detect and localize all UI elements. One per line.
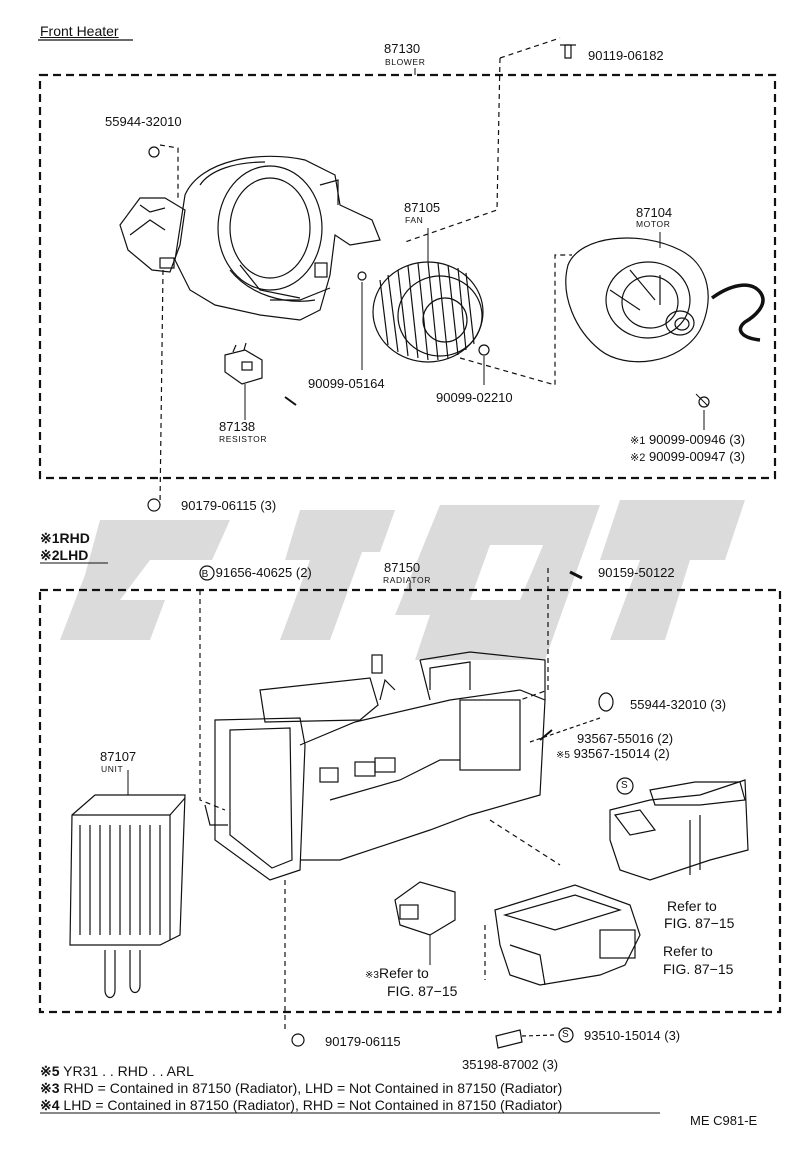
washer-fan-label: 90099-05164	[308, 376, 385, 391]
watermark	[60, 500, 745, 660]
resistor-name: RESISTOR	[219, 434, 268, 444]
note-3: ※3 RHD = Contained in 87150 (Radiator), …	[40, 1080, 563, 1096]
unit-part-number: 87107	[100, 749, 137, 764]
fan-part-number: 87105	[404, 200, 441, 215]
refer2-line1: Refer to	[663, 943, 713, 959]
refer3-line2: FIG. 87−15	[387, 983, 458, 999]
variant-lhd: ※2LHD	[40, 547, 89, 563]
s-marker: S	[621, 780, 628, 791]
motor-wire	[710, 283, 765, 342]
motor-part-number: 87104	[636, 205, 673, 220]
bracket-plate	[495, 1029, 523, 1049]
lower-duct	[494, 884, 641, 986]
page-title: Front Heater	[40, 23, 119, 39]
nut-icon-bottom	[291, 1033, 305, 1047]
fan-wheel	[372, 228, 484, 363]
s-screw-marker: S	[562, 1029, 569, 1040]
blower-housing	[174, 155, 381, 321]
refer1-line2: FIG. 87−15	[664, 915, 735, 931]
nut-lower-label: 90179-06115 (3)	[181, 498, 277, 513]
nut-icon-lower	[147, 498, 161, 512]
refer3-line1: ※3Refer to	[365, 965, 429, 981]
clip-b-label: ※5 93567-15014 (2)	[556, 746, 670, 761]
heater-core	[69, 770, 186, 999]
nut-bottom-label: 90179-06115	[325, 1034, 401, 1049]
screw-top-label: 90119-06182	[588, 48, 664, 63]
note-4: ※4 LHD = Contained in 87150 (Radiator), …	[40, 1097, 563, 1113]
heater-case	[204, 651, 546, 1030]
bolt-b-label: B 91656-40625 (2)	[201, 565, 312, 580]
screw-icon	[698, 396, 710, 408]
radiator-part-number: 87150	[384, 560, 421, 575]
motor-screw-lhd-label: ※2 90099-00947 (3)	[630, 449, 746, 464]
refer2-line2: FIG. 87−15	[663, 961, 734, 977]
motor-screw-rhd-label: ※1 90099-00946 (3)	[630, 432, 746, 447]
resistor-part-number: 87138	[219, 419, 256, 434]
radiator-assembly-frame	[38, 588, 782, 1014]
clip-blower-label: 55944-32010	[105, 114, 182, 129]
blower-motor	[565, 232, 709, 363]
s-screw-icon	[616, 777, 634, 795]
clip-rad-label: 55944-32010 (3)	[630, 697, 727, 712]
unit-name: UNIT	[101, 764, 124, 774]
nut-fan-label: 90099-02210	[436, 390, 513, 405]
blower-bracket	[119, 197, 186, 273]
note-5: ※5 YR31 . . RHD . . ARL	[40, 1063, 194, 1079]
blower-name: BLOWER	[385, 57, 426, 67]
bracket-label: 35198-87002 (3)	[462, 1057, 559, 1072]
blower-assembly-frame	[38, 73, 777, 480]
motor-name: MOTOR	[636, 219, 671, 229]
resistor	[224, 342, 263, 420]
nut-icon	[478, 344, 490, 356]
small-bracket	[394, 881, 456, 965]
blower-part-number: 87130	[384, 41, 421, 56]
clip-icon	[148, 146, 160, 158]
side-duct	[609, 779, 749, 881]
clip-a-label: 93567-55016 (2)	[577, 731, 674, 746]
radiator-name: RADIATOR	[383, 575, 431, 585]
fan-name: FAN	[405, 215, 424, 225]
variant-rhd: ※1RHD	[40, 530, 90, 546]
washer-icon	[357, 271, 367, 281]
bolt-rad-label: 90159-50122	[598, 565, 675, 580]
refer1-line1: Refer to	[667, 898, 717, 914]
screw-s-label: 93510-15014 (3)	[584, 1028, 681, 1043]
figure-code: ME C981-E	[690, 1113, 758, 1128]
clip-icon-rad	[598, 692, 614, 712]
